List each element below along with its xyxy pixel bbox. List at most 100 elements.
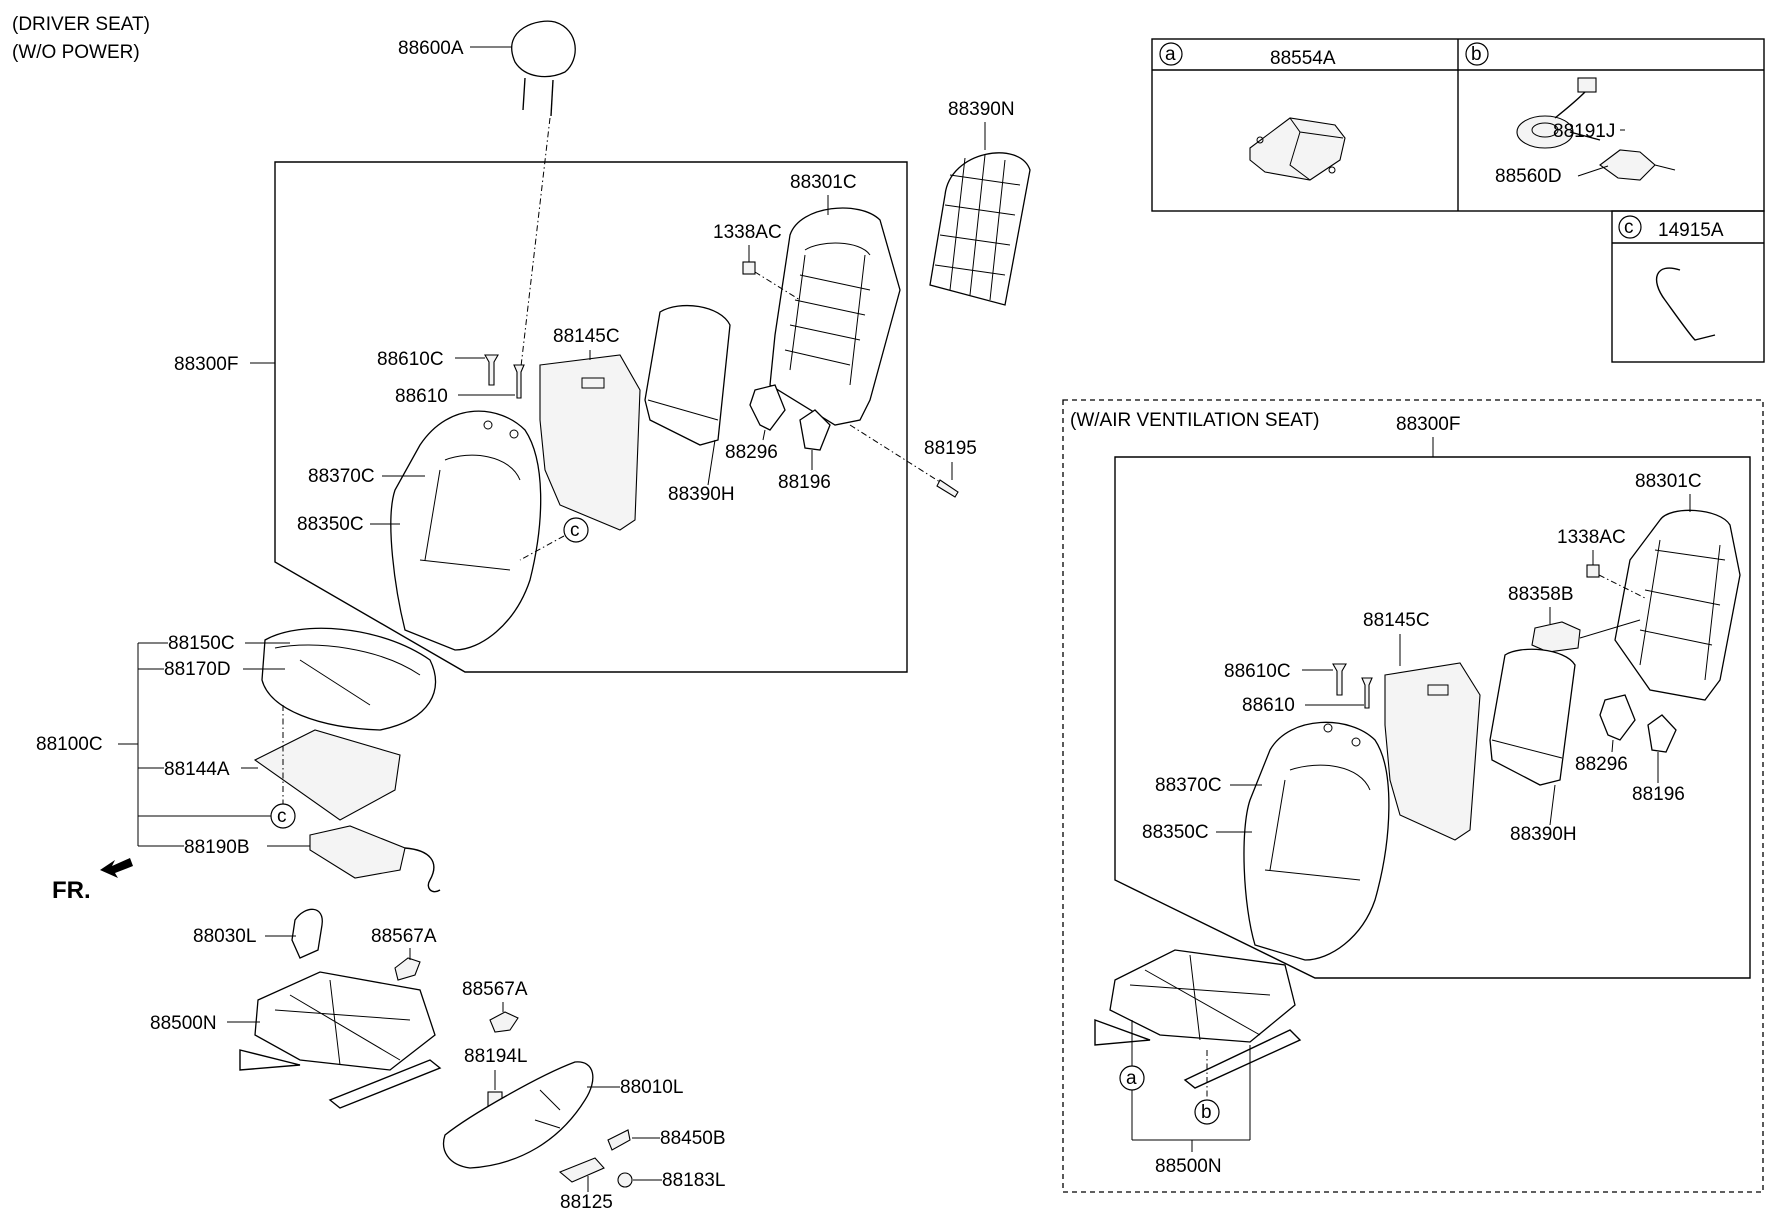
- vent-label-88296: 88296: [1575, 754, 1628, 775]
- group-88100c-bracket: [118, 642, 271, 847]
- label-88145c: 88145C: [553, 326, 620, 347]
- vent-label-88350c: 88350C: [1142, 822, 1209, 843]
- pad-88144a: [253, 729, 401, 821]
- label-88567a-2: 88567A: [462, 979, 528, 1000]
- bracket-88296: [749, 384, 786, 431]
- callout-c-1: [563, 517, 589, 543]
- legend-b-circle: [1465, 42, 1489, 66]
- label-88125: 88125: [560, 1192, 613, 1211]
- panel-88390h: [644, 304, 731, 446]
- legend-table: a 88554A b c 14915A 88191J 88560D: [1151, 38, 1765, 363]
- seat-cushion-88170d: [261, 627, 437, 731]
- title-wo-power: (W/O POWER): [12, 42, 140, 63]
- cap-88183l: [617, 1172, 633, 1188]
- legend-a-circle: [1159, 42, 1183, 66]
- vent-bracket-88296: [1599, 694, 1636, 741]
- shield-88010l: [443, 1061, 594, 1169]
- label-88296: 88296: [725, 442, 778, 463]
- sensor-88191j-drawing: [1516, 77, 1601, 149]
- label-88567a-1: 88567A: [371, 926, 437, 947]
- label-88390n: 88390N: [948, 99, 1015, 120]
- pad-88145c-tag: [581, 377, 605, 389]
- vent-label-88610: 88610: [1242, 695, 1295, 716]
- vent-callout-b-letter: b: [1201, 1102, 1212, 1123]
- seat-frame-88301c: [769, 207, 901, 426]
- label-88183l: 88183L: [662, 1170, 725, 1191]
- label-88610: 88610: [395, 386, 448, 407]
- nut-1338ac: [742, 261, 756, 275]
- vent-nut-1338ac: [1586, 564, 1600, 578]
- back-cover-88390n: [929, 152, 1031, 306]
- headrest-88600a: [511, 20, 576, 117]
- vent-label-88300f: 88300F: [1396, 414, 1460, 435]
- callout-c-2-letter: c: [277, 806, 287, 827]
- bracket-88196: [799, 409, 831, 451]
- label-88150c: 88150C: [168, 633, 235, 654]
- callout-c-1-letter: c: [570, 520, 580, 541]
- legend-b-letter: b: [1471, 44, 1482, 65]
- module-88554a-drawing: [1249, 117, 1346, 181]
- label-88195: 88195: [924, 438, 977, 459]
- vent-label-1338ac: 1338AC: [1557, 527, 1626, 548]
- vent-guide-88610: [1361, 677, 1373, 709]
- vent-seatback-cushion-88370c: [1243, 721, 1390, 961]
- legend-a-letter: a: [1165, 44, 1176, 65]
- label-88370c: 88370C: [308, 466, 375, 487]
- vent-callout-a-letter: a: [1126, 1068, 1137, 1089]
- ventilation-seat-box: [1062, 399, 1764, 1193]
- label-88600a: 88600A: [398, 38, 464, 59]
- legend-c-circle: [1618, 215, 1642, 239]
- ventilation-title: (W/AIR VENTILATION SEAT): [1070, 410, 1319, 431]
- clip-88567a-2: [489, 1011, 519, 1033]
- label-88560d: 88560D: [1495, 166, 1562, 187]
- lever-88450b: [607, 1129, 631, 1151]
- vent-label-88358b: 88358B: [1508, 584, 1574, 605]
- screw-88610c: [484, 354, 499, 386]
- front-label: FR.: [52, 877, 91, 904]
- clip-14915a-drawing: [1655, 267, 1716, 341]
- label-88191j: 88191J: [1553, 121, 1615, 142]
- vent-seat-frame-88301c: [1614, 509, 1741, 701]
- vent-blower-88358b: [1531, 621, 1581, 653]
- vent-label-88610c: 88610C: [1224, 661, 1291, 682]
- vent-bracket-88196: [1647, 714, 1677, 753]
- label-88030l: 88030L: [193, 926, 256, 947]
- label-88500n: 88500N: [150, 1013, 217, 1034]
- vent-panel-88390h: [1489, 648, 1576, 786]
- label-88350c: 88350C: [297, 514, 364, 535]
- label-88301c: 88301C: [790, 172, 857, 193]
- label-88144a: 88144A: [164, 759, 230, 780]
- handle-88125: [558, 1157, 605, 1183]
- vent-seat-rail-88500n: [1094, 949, 1302, 1089]
- label-1338ac: 1338AC: [713, 222, 782, 243]
- vent-pad-88145c-tag: [1427, 684, 1449, 696]
- vent-label-88301c: 88301C: [1635, 471, 1702, 492]
- vent-label-88196: 88196: [1632, 784, 1685, 805]
- label-88010l: 88010L: [620, 1077, 683, 1098]
- bracket-88560d-drawing: [1599, 149, 1676, 181]
- label-88100c: 88100C: [36, 734, 103, 755]
- bolt-88195: [936, 479, 959, 498]
- label-88196: 88196: [778, 472, 831, 493]
- vent-label-88145c: 88145C: [1363, 610, 1430, 631]
- label-88450b: 88450B: [660, 1128, 726, 1149]
- vent-label-88390h: 88390H: [1510, 824, 1577, 845]
- label-88610c: 88610C: [377, 349, 444, 370]
- seat-rail-88500n: [239, 971, 442, 1109]
- label-88190b: 88190B: [184, 837, 250, 858]
- title-driver-seat: (DRIVER SEAT): [12, 14, 150, 35]
- pad-88145c: [539, 354, 641, 531]
- legend-c-part: 14915A: [1658, 220, 1724, 241]
- legend-c-letter: c: [1624, 217, 1634, 238]
- vent-88500n-bracket: [1131, 1045, 1251, 1152]
- label-88170d: 88170D: [164, 659, 231, 680]
- guide-88610: [513, 364, 525, 399]
- front-arrow-icon: [100, 858, 133, 878]
- label-88390h: 88390H: [668, 484, 735, 505]
- legend-a-part: 88554A: [1270, 48, 1336, 69]
- mat-88190b: [309, 825, 441, 893]
- vent-pad-88145c: [1384, 662, 1481, 841]
- vent-seatback-frame-box: [1114, 456, 1751, 979]
- label-88300f: 88300F: [174, 354, 238, 375]
